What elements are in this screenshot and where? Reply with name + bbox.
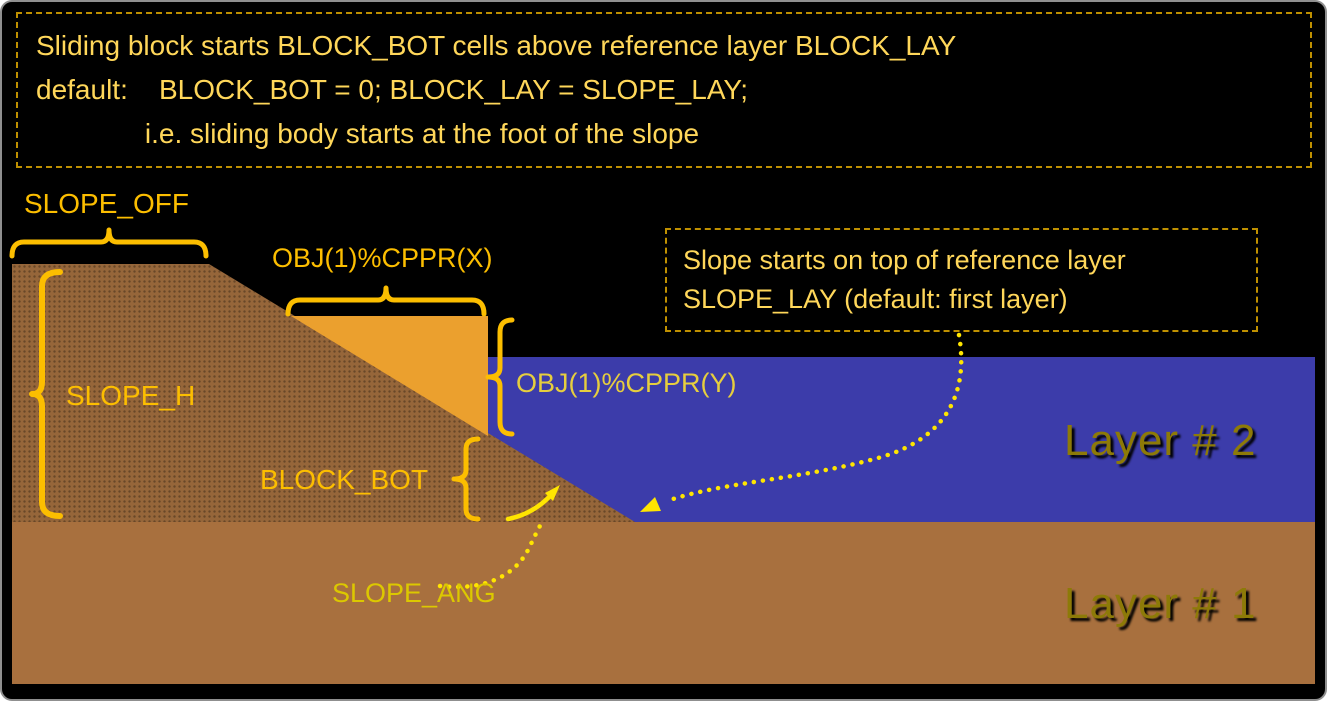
callout-box: Slope starts on top of reference layer S… xyxy=(665,228,1258,332)
info-line-2: default: BLOCK_BOT = 0; BLOCK_LAY = SLOP… xyxy=(36,74,749,105)
callout-line-2: SLOPE_LAY (default: first layer) xyxy=(683,284,1068,314)
label-slope-ang: SLOPE_ANG xyxy=(332,578,496,608)
info-line-1: Sliding block starts BLOCK_BOT cells abo… xyxy=(36,30,957,61)
layer-1-label: Layer # 1 xyxy=(1064,579,1257,628)
info-box: Sliding block starts BLOCK_BOT cells abo… xyxy=(16,12,1312,168)
label-cppr-x: OBJ(1)%CPPR(X) xyxy=(272,243,493,273)
layer-1-region xyxy=(12,522,1315,684)
label-block-bot: BLOCK_BOT xyxy=(260,464,429,495)
label-cppr-y: OBJ(1)%CPPR(Y) xyxy=(516,368,737,398)
label-slope-off: SLOPE_OFF xyxy=(24,188,189,219)
callout-line-1: Slope starts on top of reference layer xyxy=(683,245,1126,275)
info-line-3: i.e. sliding body starts at the foot of … xyxy=(36,118,700,149)
layer-2-label: Layer # 2 xyxy=(1064,416,1257,465)
label-slope-h: SLOPE_H xyxy=(66,380,196,411)
slope-off-brace xyxy=(9,227,209,259)
cppr-x-brace xyxy=(285,285,487,317)
